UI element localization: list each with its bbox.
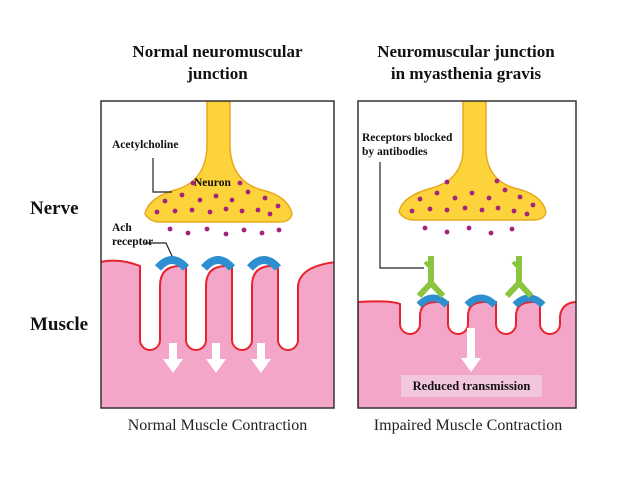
ach-receptor <box>246 256 282 271</box>
ach-molecule <box>179 192 185 198</box>
ach-molecule <box>197 197 203 203</box>
right-panel-frame <box>357 100 577 409</box>
ach-molecule <box>511 208 517 214</box>
ach-molecule <box>488 230 494 236</box>
ach-molecule <box>262 195 268 201</box>
ach-molecule <box>245 189 251 195</box>
ach-molecule <box>502 187 508 193</box>
left-panel-title: Normal neuromuscular junction <box>100 41 335 85</box>
ach-molecule <box>213 193 219 199</box>
ach-molecule <box>434 190 440 196</box>
ach-molecule <box>259 230 265 236</box>
arrow-down <box>206 343 226 373</box>
right-title-line2: in myasthenia gravis <box>390 64 542 83</box>
ach-molecule <box>444 229 450 235</box>
ach-molecule <box>494 178 500 184</box>
ach-molecule <box>185 230 191 236</box>
ach-molecule <box>466 225 472 231</box>
ach-molecule <box>275 203 281 209</box>
ach-receptor-label-line2: receptor <box>112 236 154 248</box>
reduced-transmission-label: Reduced transmission <box>401 375 542 397</box>
ach-molecule <box>162 198 168 204</box>
ach-molecule <box>469 190 475 196</box>
acetylcholine-molecules-left <box>154 180 282 237</box>
ach-molecule <box>204 226 210 232</box>
ach-receptor-leader-line <box>145 242 173 257</box>
receptors-blocked-leader-line <box>379 162 424 269</box>
ach-molecule <box>452 195 458 201</box>
ach-molecule <box>167 226 173 232</box>
contraction-arrows-left <box>163 343 271 373</box>
ach-molecule <box>190 180 196 186</box>
muscle-tissue-left <box>101 259 334 408</box>
ach-receptor <box>464 294 498 308</box>
ach-molecule <box>530 202 536 208</box>
receptors-blocked-line1: Receptors blocked <box>362 132 453 144</box>
neuron-right <box>398 101 547 221</box>
arrow-down <box>251 343 271 373</box>
receptors-blocked-line2: by antibodies <box>362 146 428 158</box>
ach-molecule <box>409 208 415 214</box>
ach-molecule <box>444 179 450 185</box>
receptors-blocked-label: Receptors blocked by antibodies <box>362 131 452 159</box>
ach-molecule <box>223 231 229 237</box>
ach-molecule <box>255 207 261 213</box>
neuron-label: Neuron <box>194 177 231 189</box>
ach-molecule <box>509 226 515 232</box>
impaired-contraction-caption: Impaired Muscle Contraction <box>373 417 563 434</box>
ach-molecule <box>486 195 492 201</box>
left-title-line1: Normal neuromuscular <box>132 42 303 61</box>
acetylcholine-label: Acetylcholine <box>112 139 179 151</box>
antibody <box>416 256 446 299</box>
ach-molecule <box>479 207 485 213</box>
ach-molecule <box>239 208 245 214</box>
ach-receptor <box>416 294 450 308</box>
ach-molecule <box>189 207 195 213</box>
ach-receptor <box>154 256 190 271</box>
arrow-down <box>461 328 481 372</box>
ach-receptor <box>512 294 546 308</box>
ach-molecule <box>154 209 160 215</box>
ach-molecule <box>495 205 501 211</box>
ach-molecule <box>223 206 229 212</box>
ach-molecule <box>417 196 423 202</box>
ach-molecule <box>462 205 468 211</box>
antibodies <box>416 256 534 299</box>
ach-molecule <box>241 227 247 233</box>
neuron-left <box>144 101 293 223</box>
ach-molecule <box>524 211 530 217</box>
ach-receptor-label-line1: Ach <box>112 222 132 234</box>
arrow-down <box>163 343 183 373</box>
acetylcholine-leader-line <box>152 158 172 193</box>
normal-contraction-caption: Normal Muscle Contraction <box>127 417 308 434</box>
ach-molecule <box>444 207 450 213</box>
ach-molecule <box>427 206 433 212</box>
left-panel <box>101 101 334 408</box>
ach-molecule <box>517 194 523 200</box>
acetylcholine-molecules-right <box>409 178 536 236</box>
muscle-label: Muscle <box>30 314 89 335</box>
left-panel-frame <box>100 100 335 409</box>
ach-receptors-right <box>416 294 546 308</box>
right-panel-title: Neuromuscular junction in myasthenia gra… <box>357 41 575 85</box>
ach-molecule <box>267 211 273 217</box>
ach-molecule <box>207 209 213 215</box>
ach-molecule <box>276 227 282 233</box>
right-title-line1: Neuromuscular junction <box>377 42 555 61</box>
ach-molecule <box>237 180 243 186</box>
antibody <box>504 256 534 299</box>
ach-molecule <box>229 197 235 203</box>
nerve-label: Nerve <box>30 198 79 219</box>
ach-molecule <box>172 208 178 214</box>
ach-receptor-label: Ach receptor <box>112 221 153 249</box>
left-title-line2: junction <box>187 64 248 83</box>
ach-receptor <box>200 256 236 271</box>
ach-receptors-left <box>154 256 282 271</box>
ach-molecule <box>422 225 428 231</box>
